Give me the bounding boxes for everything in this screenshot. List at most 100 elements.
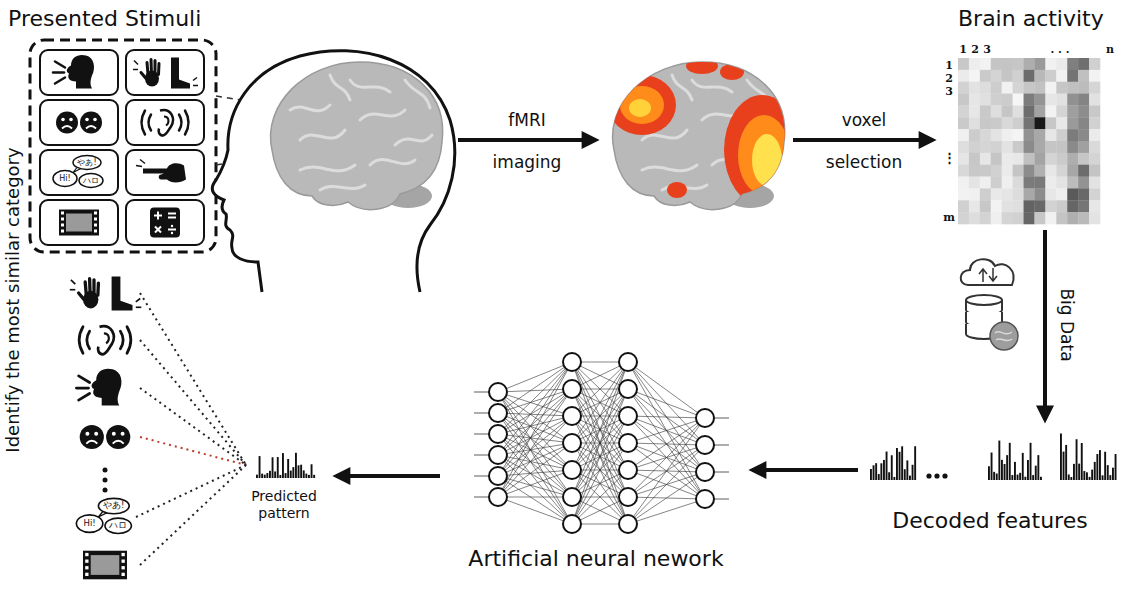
feature-bar [1022, 453, 1024, 480]
matrix-cell [1089, 94, 1100, 106]
stimulus-cell [40, 150, 118, 195]
touch-line [70, 289, 76, 291]
network-weight [498, 413, 572, 497]
network-weight [572, 443, 628, 524]
sound-line [55, 62, 65, 68]
film-strip [83, 551, 127, 580]
matrix-cell [991, 141, 1002, 153]
brain-gyrus [300, 165, 355, 171]
feature-bar [1109, 475, 1111, 480]
network-weight [498, 362, 572, 455]
speech-bubble [73, 156, 101, 170]
pattern-bar [303, 470, 305, 478]
brain-illustration [271, 62, 443, 210]
sound-wave [179, 115, 182, 131]
touch-line [136, 166, 142, 167]
matrix-index: 3 [983, 44, 991, 56]
face-eye [94, 432, 98, 436]
matrix-cell [1067, 200, 1078, 212]
matrix-cell [980, 165, 991, 177]
matrix-cell [969, 212, 980, 224]
node-label: Decoded features [892, 508, 1087, 534]
brain-gyrus [360, 110, 405, 120]
brain-gyrus [692, 80, 732, 92]
matrix-cell [1013, 117, 1024, 129]
matrix-cell [1056, 82, 1067, 94]
matrix-cell [1045, 165, 1056, 177]
matrix-cell [958, 212, 969, 224]
pattern-bar [305, 474, 307, 478]
network-weight [572, 389, 628, 524]
matrix-cell [1045, 141, 1056, 153]
feature-bar [896, 448, 898, 480]
activation-blob [724, 95, 800, 205]
network-weight [498, 470, 572, 476]
icon-speech [76, 498, 131, 533]
activation-blob [752, 134, 782, 186]
network-neuron [696, 436, 714, 454]
stimulus-cell [126, 50, 204, 95]
film-frame [66, 214, 92, 232]
network-neuron [619, 461, 637, 479]
touch-line [133, 69, 138, 71]
matrix-cell [1078, 58, 1089, 70]
network-weight [498, 434, 572, 524]
matrix-cell [1045, 212, 1056, 224]
matrix-cell [1002, 141, 1013, 153]
film-hole [94, 224, 97, 227]
cloud-icon [961, 259, 1014, 285]
matrix-cell [958, 200, 969, 212]
matrix-cell [1034, 188, 1045, 200]
calculator-symbol [171, 225, 173, 227]
hand-finger [85, 282, 86, 295]
network-weight [628, 389, 705, 418]
matrix-cell [958, 70, 969, 82]
matrix-cell [1024, 94, 1035, 106]
face-icon [56, 112, 78, 134]
matrix-cell [1034, 153, 1045, 165]
matrix-cell [1034, 105, 1045, 117]
annotation: voxel [842, 111, 887, 130]
matrix-cell [1024, 105, 1035, 117]
matrix-cell [1034, 129, 1045, 141]
brain-badge [990, 322, 1018, 350]
stimuli-panel: Presented Stimuli [4, 2, 220, 258]
film-hole [61, 224, 64, 227]
brain-gyrus [672, 75, 692, 100]
face-eye [69, 118, 73, 122]
face-mouth [86, 441, 97, 444]
process-arrow [458, 138, 596, 142]
matrix-cell [1013, 105, 1024, 117]
pattern-bar [313, 475, 315, 478]
network-weight [628, 418, 705, 470]
feature-bar [1102, 475, 1104, 480]
brain-gyrus [642, 165, 697, 171]
calculator-symbol [157, 212, 159, 220]
matrix-index: 2 [971, 44, 979, 56]
matrix-cell [969, 94, 980, 106]
icon-calc [150, 208, 180, 238]
matrix-cell [1013, 212, 1024, 224]
ellipsis-dot [942, 473, 947, 478]
feature-bar [870, 469, 872, 480]
stimulus-cell [40, 200, 118, 245]
head-icon [67, 55, 94, 89]
icon-handfoot [133, 58, 198, 89]
ellipsis-dot [103, 478, 108, 483]
matrix-cell [1089, 153, 1100, 165]
network-weight [628, 472, 705, 524]
matrix-cell [1056, 70, 1067, 82]
activation-blob [629, 99, 651, 117]
network-neuron [489, 446, 507, 464]
feature-bar [1070, 477, 1072, 480]
sync-arrows [979, 268, 997, 282]
activation-blob [667, 182, 687, 198]
network-neuron [563, 407, 581, 425]
pattern-bar [266, 473, 268, 478]
matrix-cell [991, 58, 1002, 70]
network-weight [628, 362, 705, 445]
pattern-bar [264, 475, 266, 478]
brain-gyrus [300, 130, 345, 140]
feature-bar [888, 472, 890, 480]
matrix-cell [1013, 153, 1024, 165]
